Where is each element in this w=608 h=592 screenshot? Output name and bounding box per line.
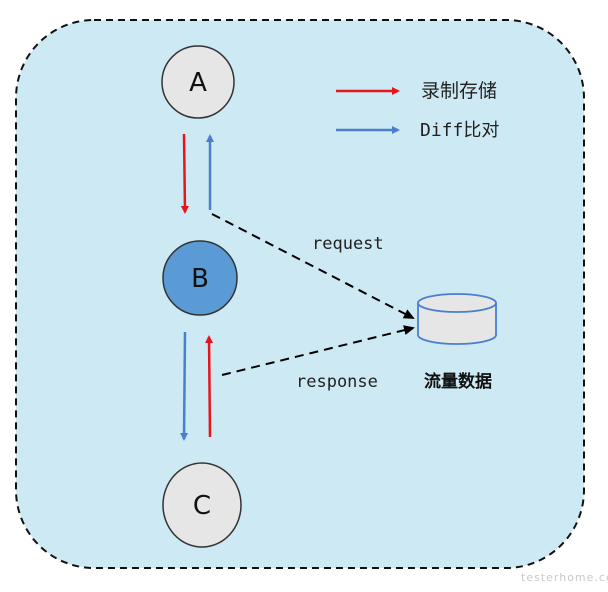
- diff-arrow-b-to-c: [180, 331, 189, 441]
- record-arrow-a-to-b: [180, 133, 189, 214]
- legend-diff-label: Diff比对: [420, 120, 499, 141]
- request-arrow: [211, 213, 415, 319]
- node-a: A: [161, 45, 235, 119]
- node-a-label: A: [189, 68, 207, 98]
- response-label: response: [296, 372, 378, 392]
- watermark: testerhome.com: [521, 571, 608, 584]
- legend: 录制存储 Diff比对: [336, 80, 499, 141]
- record-arrow-c-to-b: [205, 335, 214, 438]
- database-body: [417, 303, 497, 345]
- node-b: B: [162, 240, 238, 316]
- node-c: C: [162, 462, 242, 548]
- database-icon: [417, 293, 497, 345]
- response-arrow: [221, 325, 415, 376]
- node-b-circle: [162, 240, 238, 316]
- node-b-label: B: [191, 264, 209, 294]
- node-c-circle: [162, 462, 242, 548]
- legend-record-label: 录制存储: [421, 80, 497, 102]
- database-top: [417, 293, 497, 313]
- node-a-circle: [161, 45, 235, 119]
- diagram-container: [15, 19, 585, 569]
- node-c-label: C: [193, 491, 211, 521]
- storage-label: 流量数据: [424, 371, 492, 392]
- request-label: request: [312, 234, 384, 254]
